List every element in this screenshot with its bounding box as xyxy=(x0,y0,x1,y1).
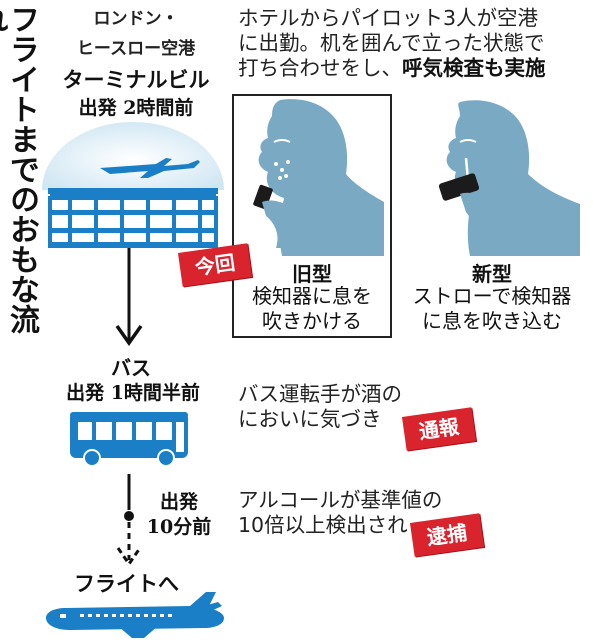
hotel-note-line2: に出勤。机を囲んで立った状態で xyxy=(238,31,545,55)
new-type-desc-line1: ストローで検知器 xyxy=(412,284,572,308)
hotel-note-line1: ホテルからパイロット3人が空港 xyxy=(238,6,539,30)
bus-note-line2: においに気づき xyxy=(238,407,382,431)
old-type-desc: 検知器に息を 吹きかける xyxy=(232,284,392,334)
old-type-desc-line1: 検知器に息を xyxy=(252,284,372,308)
airplane-small-icon xyxy=(100,158,200,178)
new-type-person-illustration xyxy=(438,100,580,256)
final-note: アルコールが基準値の 10倍以上検出され xyxy=(238,488,488,538)
hotel-note-line3-plain: 打ち合わせをし、 xyxy=(238,56,402,80)
final-note-line2: 10倍以上検出され xyxy=(238,513,408,537)
sky-dome xyxy=(42,122,224,190)
hotel-note: ホテルからパイロット3人が空港 に出勤。机を囲んで立った状態で 打ち合わせをし、… xyxy=(238,6,590,81)
terminal-departure: 出発 2時間前 xyxy=(78,97,194,119)
final-departure-line1: 出発 xyxy=(159,491,198,513)
new-type-desc-line2: に息を吹き込む xyxy=(422,309,562,333)
old-type-desc-line2: 吹きかける xyxy=(262,309,362,333)
bus-note: バス運転手が酒の においに気づき xyxy=(238,382,438,432)
bus-note-line1: バス運転手が酒の xyxy=(238,382,402,406)
terminal-place-line2: ヒースロー空港 xyxy=(76,39,196,59)
final-departure: 出発 10分前 xyxy=(136,490,222,540)
old-type-person-illustration xyxy=(253,99,384,256)
new-type-desc: ストローで検知器 に息を吹き込む xyxy=(394,284,590,334)
diagram-title: フライトまでのおもな流れ xyxy=(0,4,39,334)
terminal-place: ロンドン・ ヒースロー空港 xyxy=(56,8,216,60)
new-type-title: 新型 xyxy=(472,262,512,286)
old-type-box xyxy=(232,94,392,338)
flow-arrow-1 xyxy=(115,248,143,347)
bus-departure: 出発 1時間半前 xyxy=(66,382,200,404)
hotel-note-line3-bold: 呼気検査も実施 xyxy=(402,56,546,80)
terminal-place-line1: ロンドン・ xyxy=(93,9,179,29)
flow-arrow-2 xyxy=(116,474,142,567)
bus-label: バス xyxy=(111,356,151,380)
final-note-line1: アルコールが基準値の xyxy=(238,488,443,512)
final-departure-line2: 10分前 xyxy=(146,516,212,538)
old-type-title: 旧型 xyxy=(292,262,332,286)
terminal-building: ターミナルビル xyxy=(62,68,210,92)
to-flight-label: フライトへ xyxy=(74,572,179,596)
airplane-icon xyxy=(46,592,224,638)
bus-icon xyxy=(70,412,188,467)
hotel-note-line3: 打ち合わせをし、呼気検査も実施 xyxy=(238,56,590,81)
terminal-building-illustration xyxy=(42,122,224,248)
